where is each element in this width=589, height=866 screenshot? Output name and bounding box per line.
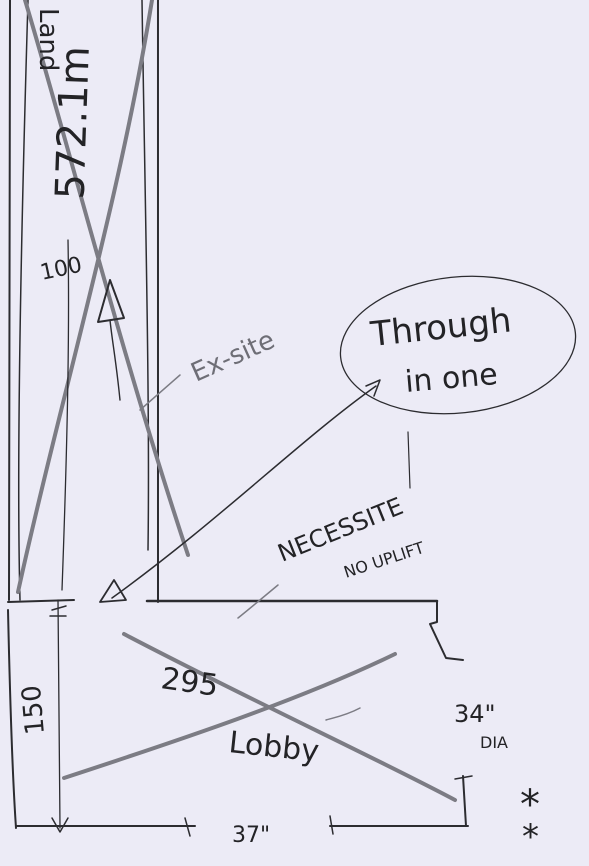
lobby-outline [7,599,473,837]
corridor-cross-out [16,0,190,594]
leader-lines [139,374,411,721]
asterisk-mark-2: * [522,817,539,857]
door-unit-label: DIA [480,733,508,752]
long-wall-dimension: 572.1m [47,45,98,200]
asterisk-mark-1: * [520,782,540,828]
lobby-label: Lobby [227,725,321,769]
corridor-outline [8,0,160,603]
no-uplift-label: NO UPLIFT [341,538,426,582]
door-width-label: 34" [454,700,496,728]
land-label: Land [33,8,63,71]
through-label: Through [368,300,513,355]
note-ellipse [339,275,577,415]
dimension-100-label: 100 [38,253,84,286]
ex-site-label: Ex-site [187,325,280,388]
bottom-width-label: 37" [232,823,270,848]
dimension-150-label: 150 [17,684,51,736]
dimension-100-marker [61,239,125,591]
dimension-150-marker [49,599,69,833]
dimension-295-label: 295 [159,661,221,704]
through-arrow [99,379,381,603]
in-one-label: in one [404,357,499,400]
lobby-cross-out [62,632,457,802]
